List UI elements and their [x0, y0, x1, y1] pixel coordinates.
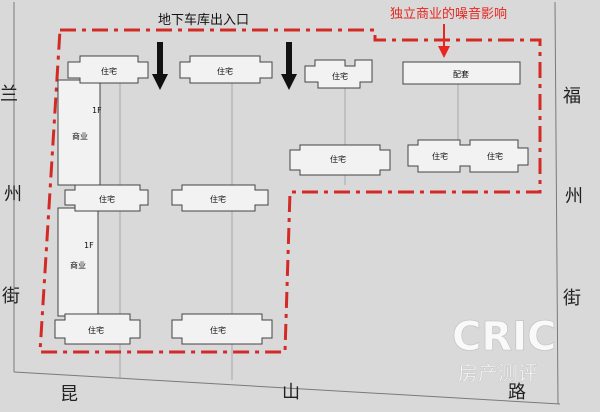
building-top-middle-label: 住宅	[217, 66, 233, 76]
right-street-char-2: 州	[565, 186, 583, 207]
commercial-lower-floor-label: 1F	[84, 241, 94, 250]
bottom-street-char-1: 昆	[60, 384, 78, 405]
commercial-upper-floor-label: 1F	[92, 106, 102, 115]
building-top-left-label: 住宅	[101, 66, 117, 76]
building-mid-left: 住宅	[64, 184, 149, 212]
cric-watermark: CRIC 房产测评	[452, 314, 557, 386]
bottom-street-char-3: 路	[508, 382, 526, 403]
left-street-char-2: 州	[4, 184, 22, 205]
property-boundary	[38, 28, 542, 354]
garage-arrow-left	[152, 42, 168, 90]
bottom-street-char-2: 山	[282, 382, 300, 403]
building-top-right-label: 住宅	[332, 71, 348, 81]
building-bottom-left-label: 住宅	[88, 325, 104, 335]
right-street-char-3: 街	[563, 288, 581, 309]
garage-arrow-right	[281, 42, 297, 90]
building-center-right-label: 住宅	[330, 154, 346, 164]
commercial-upper-label: 商业	[72, 131, 88, 141]
building-mid-middle-label: 住宅	[210, 194, 226, 204]
commercial-lower-label: 商业	[70, 260, 86, 270]
building-top-right: 住宅	[304, 59, 373, 89]
building-bottom-left: 住宅	[54, 313, 141, 345]
building-center-right: 住宅	[289, 144, 391, 176]
building-bottom-middle: 住宅	[171, 313, 273, 345]
cric-logo: CRIC	[452, 314, 556, 360]
left-street-char-3: 街	[2, 286, 20, 307]
building-support: 配套	[402, 61, 521, 85]
noise-warning-callout: 独立商业的噪音影响	[390, 6, 507, 22]
left-street-char-1: 兰	[0, 84, 18, 105]
building-mid-left-label: 住宅	[99, 194, 115, 204]
building-top-left: 住宅	[67, 55, 149, 84]
building-east-pair: 住宅 住宅	[407, 139, 529, 173]
right-street-char-1: 福	[563, 86, 581, 107]
cric-subtitle: 房产测评	[458, 361, 538, 385]
road-edges	[13, 1, 561, 405]
building-east-pair-label-a: 住宅	[432, 151, 448, 161]
building-mid-middle: 住宅	[171, 184, 269, 212]
garage-entrance-callout: 地下车库出入口	[158, 12, 249, 28]
building-bottom-middle-label: 住宅	[210, 325, 226, 335]
building-top-middle: 住宅	[179, 55, 273, 84]
commercial-strip	[57, 79, 101, 317]
bottom-street-name: 昆 山 路	[60, 382, 526, 405]
building-east-pair-label-b: 住宅	[487, 151, 503, 161]
building-support-label: 配套	[453, 69, 469, 79]
left-street-name: 兰 州 街	[0, 84, 22, 307]
right-street-name: 福 州 街	[563, 86, 583, 309]
